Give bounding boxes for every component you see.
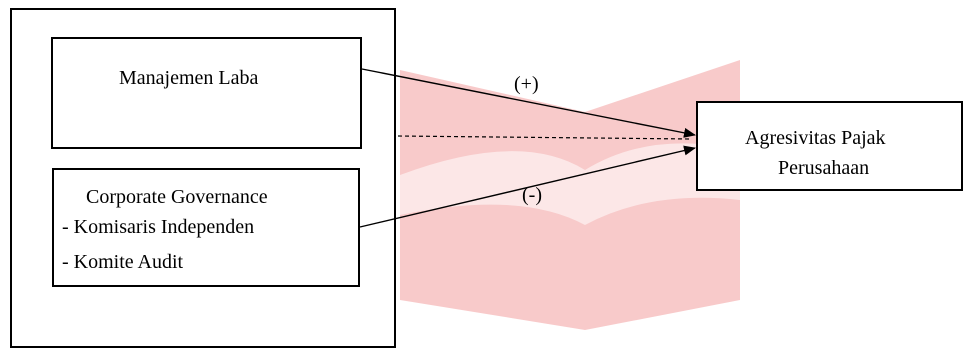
independent-variables-frame — [10, 8, 396, 348]
tax-aggressiveness-label-line2: Perusahaan — [778, 157, 870, 179]
audit-committee-item: - Komite Audit — [62, 251, 184, 273]
corporate-governance-box — [52, 168, 360, 287]
tax-aggressiveness-box — [696, 101, 963, 191]
watermark-book-fold — [400, 143, 740, 225]
negative-effect-sign: (-) — [522, 184, 542, 206]
tax-aggressiveness-label-line1: Agresivitas Pajak — [745, 127, 886, 149]
cg-to-pajak-arrow — [359, 145, 696, 228]
corporate-governance-title: Corporate Governance — [86, 186, 268, 208]
positive-effect-sign: (+) — [514, 73, 539, 95]
independent-commissioner-item: - Komisaris Independen — [62, 216, 255, 238]
moderating-dashed-line — [397, 135, 693, 140]
laba-to-pajak-arrow — [361, 68, 696, 138]
earnings-management-box — [51, 37, 362, 149]
earnings-management-label: Manajemen Laba — [119, 67, 259, 89]
